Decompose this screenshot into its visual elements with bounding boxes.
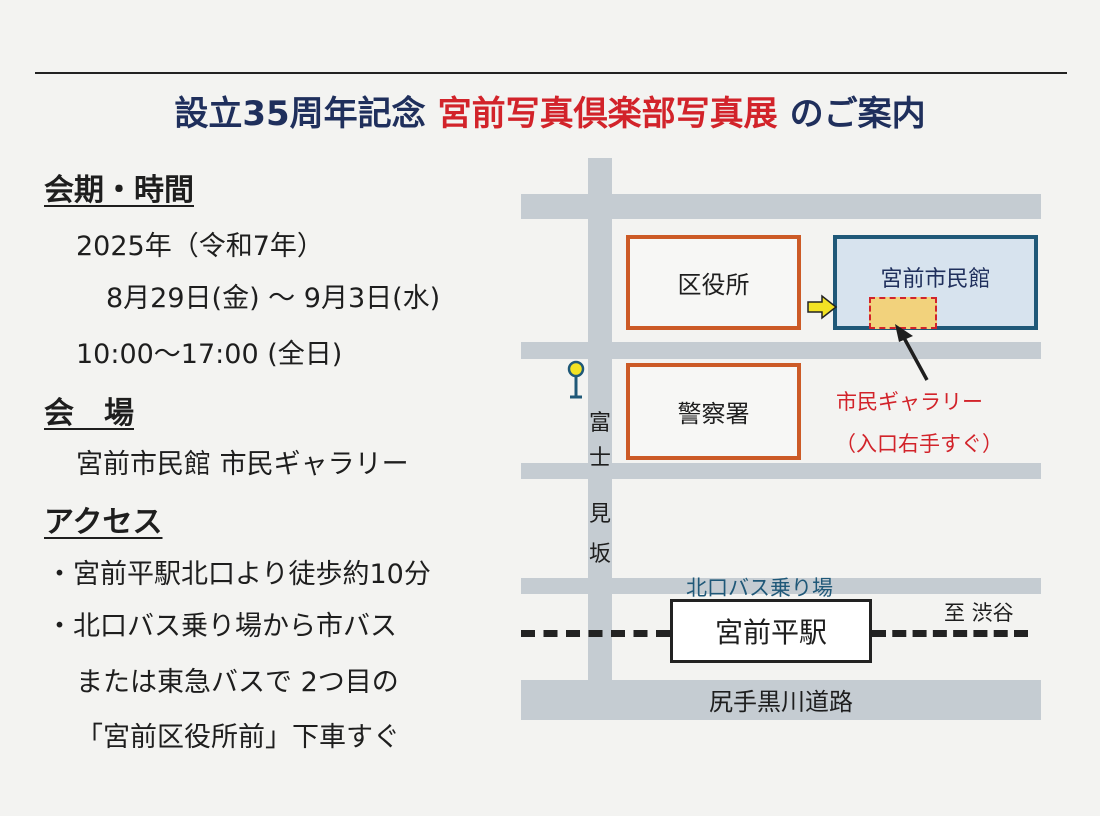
venue-name: 宮前市民館 市民ギャラリー (76, 449, 409, 480)
railway-line-west (521, 630, 670, 637)
police-building: 警察署 (626, 363, 801, 460)
street-name-char: 富 (589, 411, 612, 436)
ward-office-label: 区役所 (677, 271, 750, 299)
station-box: 宮前平駅 (670, 599, 872, 663)
street-name-char: 見 (589, 502, 612, 527)
gallery-label: 市民ギャラリー (836, 390, 983, 414)
road-middle (521, 342, 1041, 359)
title-prefix: 設立35周年記念 (174, 94, 426, 134)
schedule-heading: 会期・時間 (44, 173, 194, 208)
gallery-entrance-note: （入口右手すぐ） (835, 432, 1003, 456)
road-south (521, 463, 1041, 479)
street-name-char: 士 (589, 446, 612, 471)
police-label: 警察署 (677, 400, 750, 428)
entrance-arrow-icon (807, 294, 838, 320)
schedule-year: 2025年（令和7年） (76, 231, 324, 262)
schedule-hours: 10:00～17:00 (全日) (76, 339, 343, 370)
road-fujimizaka (588, 158, 612, 720)
page-title: 設立35周年記念宮前写真倶楽部写真展のご案内 (0, 86, 1100, 135)
access-line: または東急バスで 2つ目の (76, 667, 399, 698)
venue-heading: 会 場 (44, 396, 134, 431)
title-suffix: のご案内 (789, 94, 926, 134)
station-label: 宮前平駅 (714, 616, 827, 649)
ward-office-building: 区役所 (626, 235, 801, 330)
gallery-location (869, 297, 937, 329)
street-name-char: 坂 (589, 542, 612, 567)
bus-stop-label: 北口バス乗り場 (686, 576, 833, 600)
civic-hall-building: 宮前市民館 (833, 235, 1038, 330)
bus-stop-icon (567, 360, 585, 399)
schedule-dates: 8月29日(金) ～ 9月3日(水) (106, 283, 441, 314)
access-heading: アクセス (44, 505, 163, 540)
gallery-pointer-arrow-icon (895, 324, 929, 381)
access-line: 「宮前区役所前」下車すぐ (76, 722, 400, 753)
top-rule (35, 72, 1067, 74)
road-bus (521, 578, 1041, 594)
civic-hall-label: 宮前市民館 (880, 267, 991, 292)
to-shibuya-label: 至 渋谷 (944, 601, 1014, 625)
access-line: ・北口バス乗り場から市バス (46, 611, 397, 642)
railway-line-east (872, 630, 1028, 637)
title-highlight: 宮前写真倶楽部写真展 (437, 94, 778, 134)
main-road-label: 尻手黒川道路 (709, 688, 853, 716)
access-line: ・宮前平駅北口より徒歩約10分 (46, 559, 431, 590)
